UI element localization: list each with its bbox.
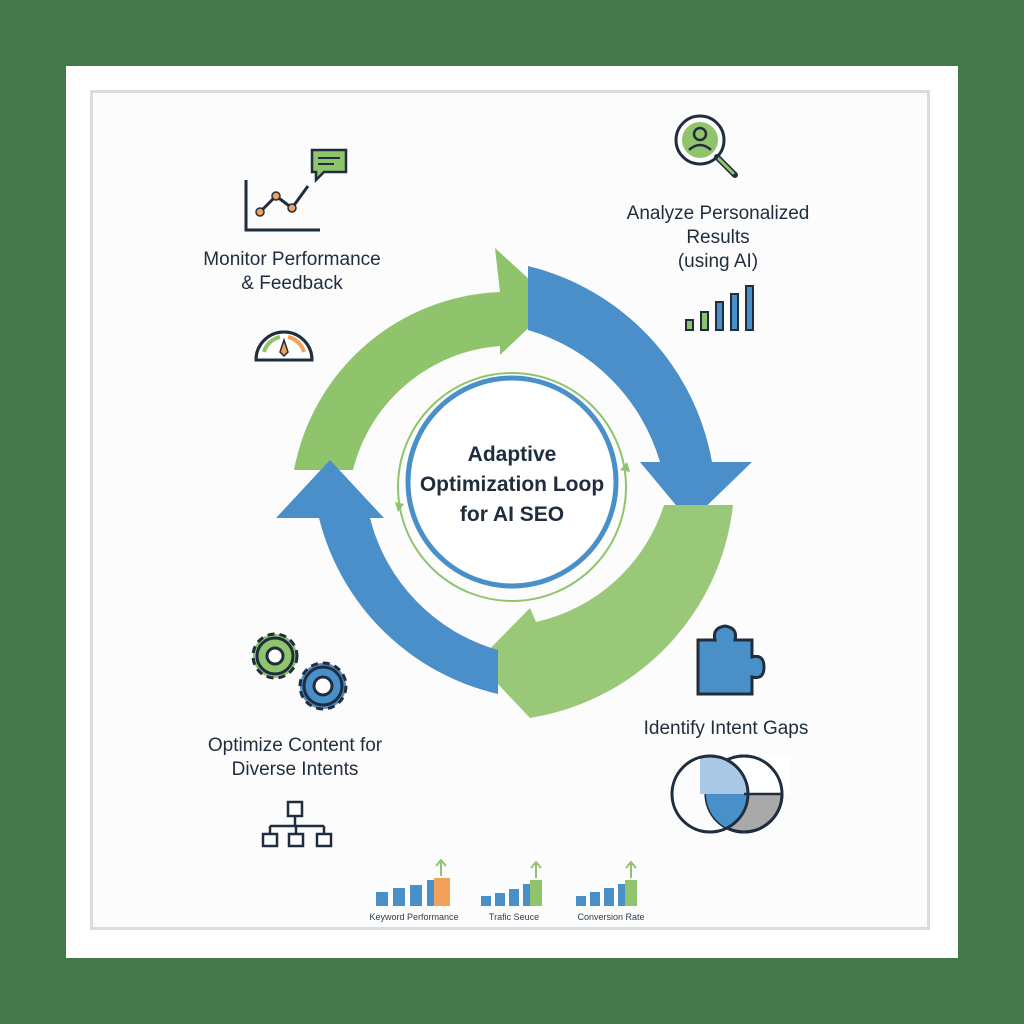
step-analyze-line-1: Analyze Personalized (626, 203, 810, 224)
puzzle-piece-icon (696, 624, 766, 696)
step-analyze-line-2: Results (686, 227, 750, 248)
step-analyze-label: Analyze Personalized Results (using AI) (598, 202, 838, 274)
line-chart-icon (244, 180, 320, 232)
step-identify-label: Identify Intent Gaps (616, 717, 836, 741)
cycle-ring (276, 248, 752, 718)
hierarchy-icon (261, 800, 333, 848)
step-analyze-line-3: (using AI) (677, 251, 759, 272)
venn-diagram-icon (670, 754, 790, 834)
step-monitor-line-1: Monitor Performance (203, 249, 381, 270)
step-optimize-label: Optimize Content for Diverse Intents (180, 734, 410, 782)
conversion-rate-mini-chart (576, 860, 637, 906)
center-title-line-1: Adaptive (467, 443, 557, 466)
results-bar-chart-icon (685, 285, 754, 331)
gauge-icon (254, 330, 314, 362)
step-optimize-line-2: Diverse Intents (231, 759, 359, 780)
gears-icon (251, 632, 348, 711)
arrow-identify-to-optimize (477, 505, 733, 718)
center-title-line-3: for AI SEO (459, 503, 565, 526)
center-title: Adaptive Optimization Loop for AI SEO (402, 440, 622, 530)
center-title-line-2: Optimization Loop (419, 473, 605, 496)
step-monitor-label: Monitor Performance & Feedback (177, 248, 407, 296)
arrow-monitor-to-analyze (294, 248, 555, 470)
arrow-optimize-to-monitor (276, 460, 498, 694)
traffic-source-mini-chart (481, 860, 542, 906)
traffic-source-label: Trafic Seuce (488, 912, 540, 922)
arrow-analyze-to-identify (528, 266, 752, 522)
keyword-performance-label: Keyword Performance (369, 912, 459, 922)
step-identify-line-1: Identify Intent Gaps (643, 718, 809, 739)
center-hub (395, 372, 630, 602)
step-monitor-line-2: & Feedback (241, 273, 343, 294)
step-optimize-line-1: Optimize Content for (207, 735, 383, 756)
conversion-rate-label: Conversion Rate (577, 912, 645, 922)
keyword-performance-mini-chart (376, 858, 450, 906)
chat-bubble-icon (310, 148, 348, 184)
magnifier-user-icon (674, 114, 738, 178)
